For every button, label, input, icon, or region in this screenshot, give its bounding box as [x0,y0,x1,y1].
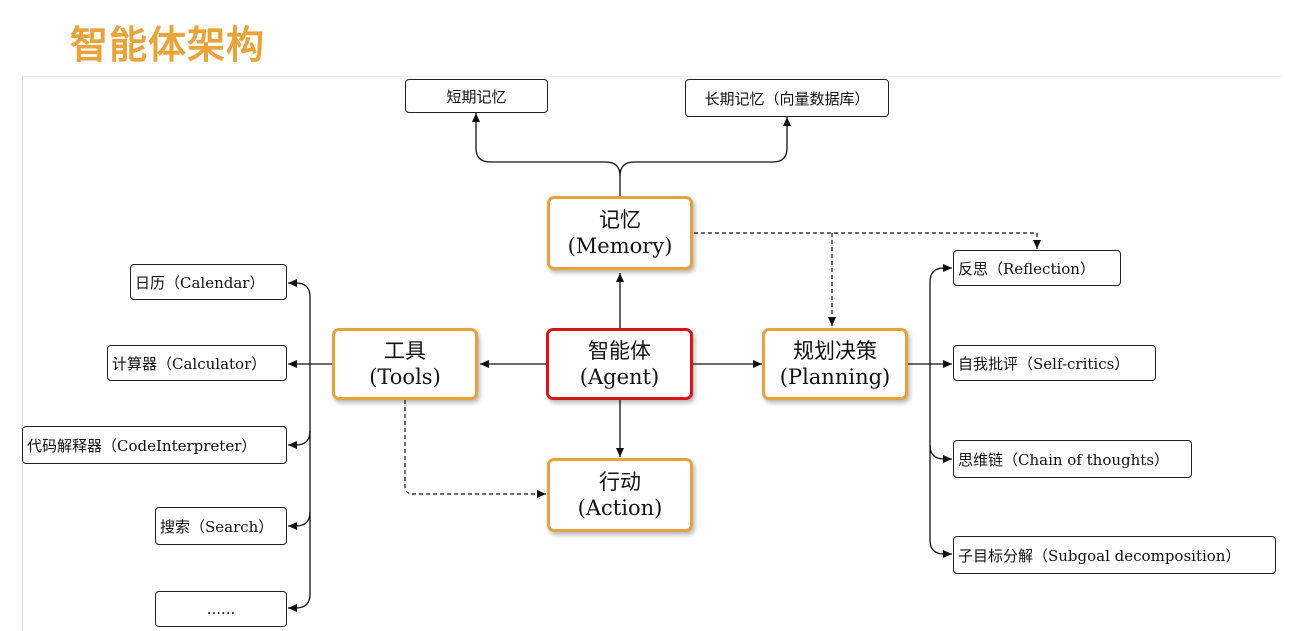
node-memory-en: (Memory) [567,234,673,258]
page-title: 智能体架构 [70,23,266,67]
node-agent-zh: 智能体 [588,339,651,363]
memory-item-long-term: 长期记忆（向量数据库） [685,79,889,117]
node-memory: 记忆 (Memory) [547,196,693,270]
tool-item-search: 搜索（Search） [155,507,287,545]
planning-item-subgoal-decomposition: 子目标分解（Subgoal decomposition） [953,536,1276,574]
memory-item-short-term: 短期记忆 [405,79,548,113]
tool-item-calendar: 日历（Calendar） [130,264,287,300]
node-memory-zh: 记忆 [599,208,641,232]
node-planning-zh: 规划决策 [793,339,877,363]
node-planning-en: (Planning) [779,365,891,389]
node-agent-en: (Agent) [579,365,660,389]
planning-item-reflection: 反思（Reflection） [953,250,1121,286]
node-action: 行动 (Action) [547,458,693,532]
node-action-en: (Action) [577,496,663,520]
planning-item-self-critics: 自我批评（Self-critics） [953,345,1156,381]
node-tools-zh: 工具 [384,339,426,363]
node-action-zh: 行动 [599,470,641,494]
node-tools-en: (Tools) [369,365,441,389]
tool-item-code-interpreter: 代码解释器（CodeInterpreter） [22,426,287,464]
node-agent: 智能体 (Agent) [546,328,693,400]
node-planning: 规划决策 (Planning) [762,328,908,400]
tool-item-calculator: 计算器（Calculator） [107,345,287,381]
planning-item-chain-of-thoughts: 思维链（Chain of thoughts） [953,440,1192,478]
tool-item-more: ...... [155,591,287,627]
node-tools: 工具 (Tools) [332,328,478,400]
